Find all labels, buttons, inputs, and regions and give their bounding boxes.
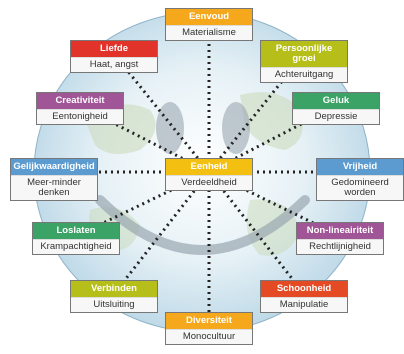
card-diversiteit-opposite: Monocultuur: [166, 328, 252, 344]
card-verbinden-value: Verbinden: [71, 281, 157, 297]
card-creativiteit-opposite: Eentonigheid: [37, 108, 123, 124]
card-gelijkwaardigheid-opposite: Meer-minder denken: [11, 174, 97, 200]
card-loslaten-value: Loslaten: [33, 223, 119, 239]
card-liefde-value: Liefde: [71, 41, 157, 57]
card-nonlineair-value: Non-lineairiteit: [297, 223, 383, 239]
connector-line-verbinden: [112, 171, 211, 295]
connector-line-schoonheid: [207, 171, 306, 295]
card-schoonheid-opposite: Manipulatie: [261, 296, 347, 312]
card-vrijheid-opposite: Gedomineerd worden: [317, 174, 403, 200]
connector-line-liefde: [112, 53, 211, 173]
card-geluk-value: Geluk: [293, 93, 379, 109]
card-geluk-opposite: Depressie: [293, 108, 379, 124]
card-liefde-opposite: Haat, angst: [71, 56, 157, 72]
card-schoonheid-value: Schoonheid: [261, 281, 347, 297]
smiley-eye-right: [222, 102, 250, 154]
card-center-value: Eenheid: [166, 159, 252, 175]
card-eenvoud-opposite: Materialisme: [166, 24, 252, 40]
card-persoonlijke-value: Persoonlijke groei: [261, 41, 347, 67]
card-creativiteit-value: Creativiteit: [37, 93, 123, 109]
card-gelijkwaardigheid-value: Gelijkwaardigheid: [11, 159, 97, 175]
card-loslaten-opposite: Krampachtigheid: [33, 238, 119, 254]
card-diversiteit-value: Diversiteit: [166, 313, 252, 329]
card-vrijheid-value: Vrijheid: [317, 159, 403, 175]
card-persoonlijke-opposite: Achteruitgang: [261, 66, 347, 82]
card-center-opposite: Verdeeldheid: [166, 174, 252, 190]
card-nonlineair-opposite: Rechtlijnigheid: [297, 238, 383, 254]
card-eenvoud-value: Eenvoud: [166, 9, 252, 25]
continent-shape: [240, 92, 303, 150]
smiley-mouth: [95, 195, 310, 255]
card-verbinden-opposite: Uitsluiting: [71, 296, 157, 312]
